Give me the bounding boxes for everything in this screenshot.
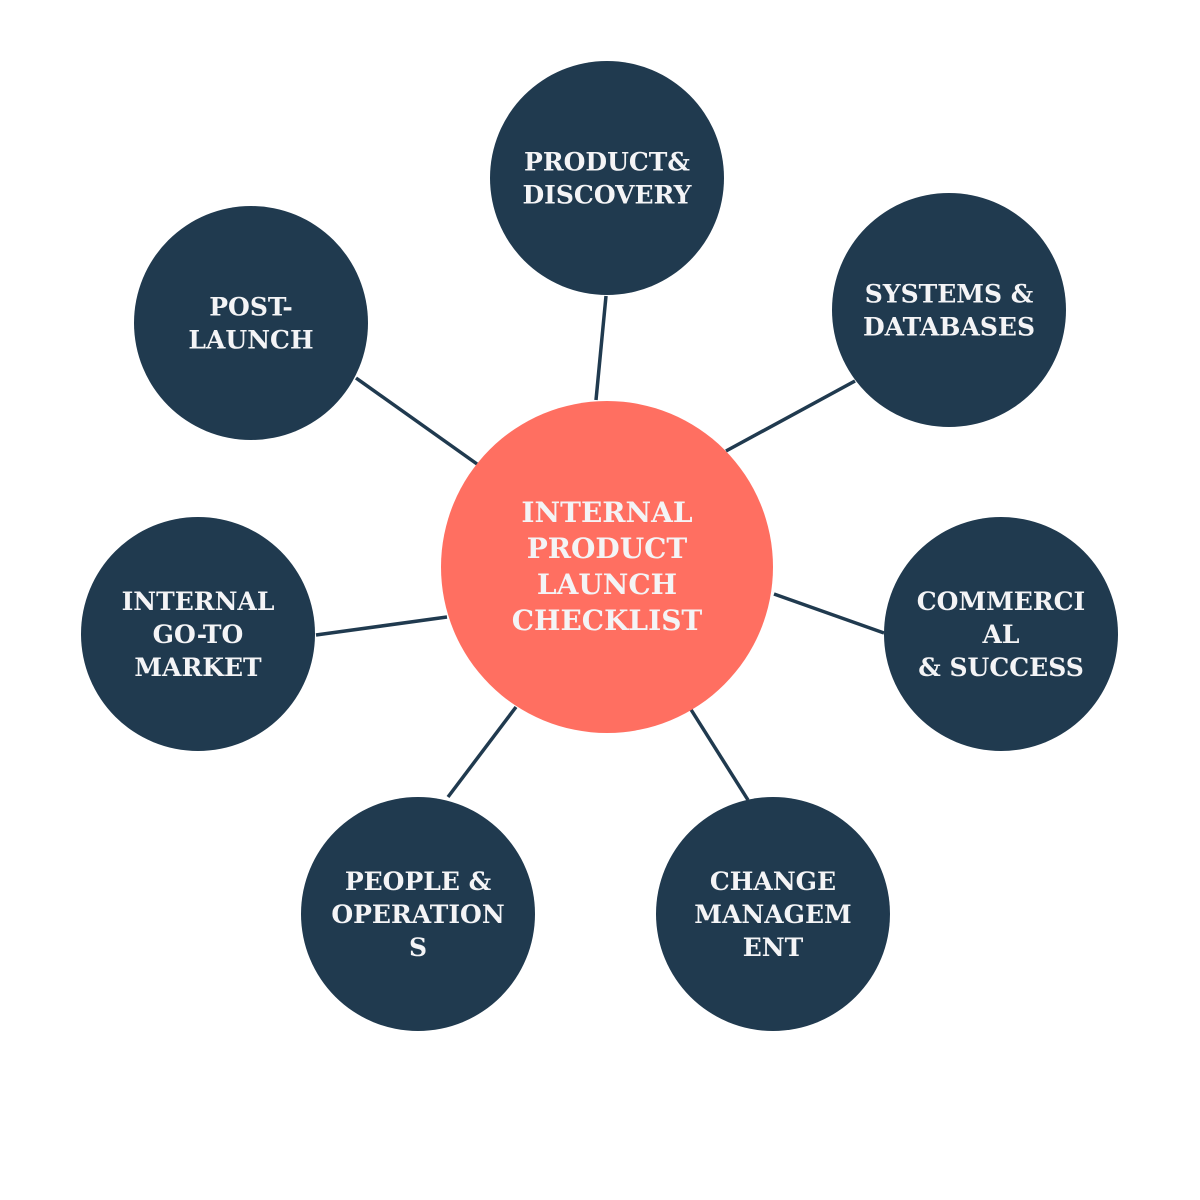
node-commercial-success-label-line: COMMERCI: [917, 587, 1085, 616]
center-node-label-line: CHECKLIST: [512, 604, 703, 637]
node-change-management-circle: [656, 797, 890, 1031]
node-commercial-success: COMMERCI AL & SUCCESS: [884, 517, 1118, 751]
node-internal-go-to-market-circle: [81, 517, 315, 751]
node-internal-go-to-market-label-line: GO-TO: [153, 620, 244, 649]
node-product-discovery-label-line: PRODUCT&: [524, 148, 690, 177]
node-systems-databases-label-line: DATABASES: [863, 313, 1035, 342]
node-people-operations-label-line: OPERATION: [331, 900, 504, 929]
node-systems-databases-circle: [832, 193, 1066, 427]
node-systems-databases-label-line: SYSTEMS &: [865, 280, 1034, 309]
center-node-label-line: LAUNCH: [537, 568, 677, 601]
node-product-discovery-label-line: DISCOVERY: [523, 181, 693, 210]
connector-people-operations: [446, 705, 518, 799]
node-post-launch-label-line: POST-: [209, 293, 292, 322]
node-internal-go-to-market-label-line: MARKET: [134, 653, 262, 682]
node-people-operations-label-line: PEOPLE &: [345, 867, 492, 896]
connector-post-launch: [354, 376, 479, 466]
center-node-label-line: PRODUCT: [527, 532, 688, 565]
center-node-label-line: INTERNAL: [521, 496, 692, 529]
node-internal-go-to-market-label-line: INTERNAL: [122, 587, 275, 616]
node-internal-go-to-market: INTERNAL GO-TO MARKET: [81, 517, 315, 751]
node-product-discovery: PRODUCT&DISCOVERY: [490, 61, 724, 295]
node-post-launch-circle: [134, 206, 368, 440]
node-people-operations-circle: [301, 797, 535, 1031]
node-people-operations: PEOPLE & OPERATION S: [301, 797, 535, 1031]
node-change-management-label-line: CHANGE: [710, 867, 836, 896]
connector-systems-databases: [725, 379, 856, 453]
node-commercial-success-label-line: AL: [982, 620, 1020, 649]
node-commercial-success-circle: [884, 517, 1118, 751]
node-systems-databases: SYSTEMS & DATABASES: [832, 193, 1066, 427]
connector-internal-go-to-market: [315, 615, 448, 637]
center-node-circle: [441, 401, 773, 733]
node-people-operations-label-line: S: [409, 933, 427, 962]
connector-change-management: [688, 707, 750, 801]
connector-commercial-success: [773, 592, 885, 635]
node-change-management-label-line: MANAGEM: [694, 900, 851, 929]
node-post-launch-label-line: LAUNCH: [188, 326, 313, 355]
node-product-discovery-circle: [490, 61, 724, 295]
node-post-launch: POST- LAUNCH: [134, 206, 368, 440]
node-commercial-success-label-line: & SUCCESS: [918, 653, 1084, 682]
node-change-management: CHANGE MANAGEM ENT: [656, 797, 890, 1031]
connector-product-discovery: [594, 295, 608, 401]
node-change-management-label-line: ENT: [743, 933, 804, 962]
